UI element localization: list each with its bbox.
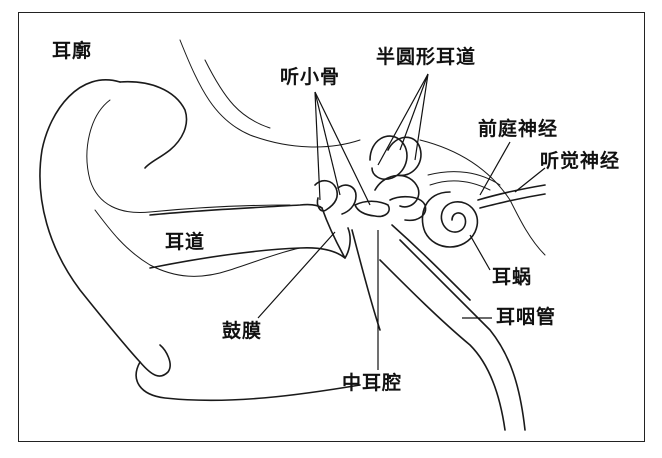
skull-contour (419, 139, 546, 256)
head-contour-mid (204, 59, 271, 129)
leader-ossicles-1 (314, 91, 321, 201)
auditory-nerve (477, 184, 546, 209)
ossicle-malleus (314, 179, 339, 212)
ear-canal-lower-wall (149, 247, 346, 269)
leader-canals-2 (399, 73, 429, 151)
diagram-frame (18, 12, 645, 442)
auricle-inner-fold (86, 99, 291, 214)
eardrum-shape (321, 207, 351, 259)
leader-lines (257, 73, 546, 370)
leader-vestibular (479, 141, 511, 196)
eustachian-tube (379, 239, 526, 431)
label-eustachian-tube: 耳咽管 (496, 306, 557, 328)
head-contour-upper (179, 39, 361, 148)
auricle-rim (119, 80, 188, 169)
label-ear-canal: 耳道 (165, 231, 206, 253)
label-auditory-nerve: 听觉神经 (540, 150, 621, 172)
label-middle-ear-cavity: 中耳腔 (342, 372, 403, 394)
leader-canals-1 (377, 73, 429, 166)
ossicle-stapes (354, 200, 390, 218)
leader-auditory (514, 167, 546, 193)
vestibular-nerve (427, 171, 501, 191)
semicircular-canal-2 (387, 136, 422, 177)
auricle-outline (39, 79, 171, 377)
label-vestibular-nerve: 前庭神经 (478, 118, 559, 140)
leader-eardrum (257, 231, 336, 319)
label-semicircular-canals: 半圆形耳道 (376, 46, 477, 68)
label-cochlea: 耳蜗 (492, 266, 533, 288)
leader-ossicles-3 (314, 91, 371, 206)
ossicle-incus (337, 184, 357, 215)
label-auricle: 耳廓 (52, 40, 93, 62)
ear-canal-upper-wall (149, 203, 323, 216)
leader-canals-3 (414, 73, 429, 161)
label-eardrum: 鼓膜 (222, 320, 263, 342)
semicircular-canal-3 (374, 174, 420, 208)
label-ossicles: 听小骨 (280, 66, 341, 88)
cochlea-spiral (421, 191, 479, 248)
middle-ear-cavity-wall (351, 224, 471, 331)
semicircular-canal-1 (369, 135, 408, 180)
vestibule (389, 195, 427, 222)
leader-cochlea (469, 234, 491, 271)
earlobe (135, 361, 361, 402)
leader-ossicles-2 (314, 91, 341, 196)
auricle-lower-contour (94, 209, 301, 277)
